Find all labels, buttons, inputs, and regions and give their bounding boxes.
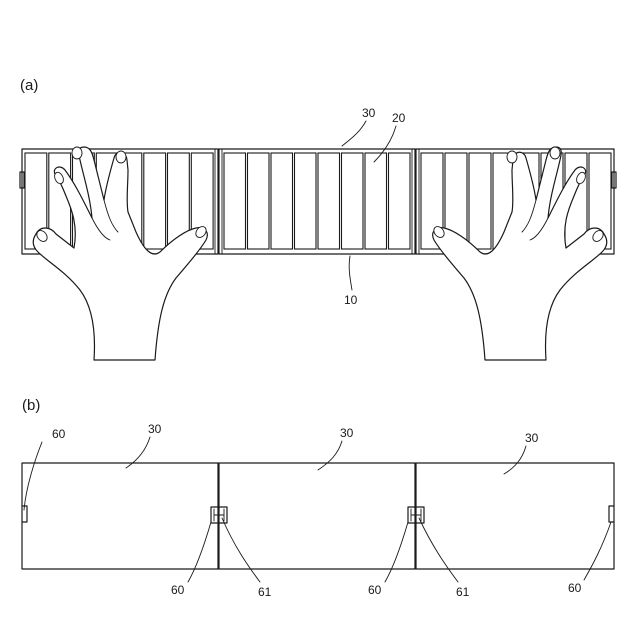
- ref-connector-right-end: 60: [568, 581, 582, 595]
- leader-case-right: [504, 446, 526, 474]
- ref-key: 20: [392, 111, 406, 125]
- ref-connector-hinge-1: 60: [171, 583, 185, 597]
- leader-hinge-1: [222, 518, 260, 582]
- case-middle: [219, 463, 415, 569]
- right-ring-nail: [550, 147, 560, 159]
- leader-connector-right-end: [584, 522, 611, 580]
- white-key-middle: [224, 153, 246, 249]
- leader-keyboard: [349, 256, 352, 290]
- white-key-middle: [389, 153, 411, 249]
- ref-case: 30: [362, 106, 376, 120]
- white-key-right: [469, 153, 491, 249]
- ref-case-right: 30: [525, 431, 539, 445]
- white-key-middle: [248, 153, 270, 249]
- figure-b-label: (b): [22, 397, 40, 414]
- case-left: [22, 463, 218, 569]
- ref-connector-hinge-2: 60: [368, 583, 382, 597]
- leader-case-middle: [318, 441, 342, 470]
- ref-keyboard: 10: [344, 293, 358, 307]
- white-key-middle: [365, 153, 387, 249]
- white-keys-middle: [224, 153, 410, 249]
- white-key-middle: [342, 153, 364, 249]
- leader-connector-left-end: [24, 442, 42, 510]
- ref-case-left: 30: [148, 422, 162, 436]
- ref-hinge-1: 61: [258, 585, 272, 599]
- left-ring-nail: [72, 147, 82, 159]
- ref-connector-left-end: 60: [52, 427, 66, 441]
- ref-case-middle: 30: [340, 426, 354, 440]
- leader-connector-hinge-2: [385, 522, 408, 582]
- white-key-middle: [271, 153, 293, 249]
- white-key-middle: [318, 153, 340, 249]
- left-middle-nail: [116, 151, 126, 163]
- connector-right-end: [609, 506, 614, 522]
- folded-cases-back-view: [22, 463, 614, 569]
- right-middle-nail: [507, 151, 517, 163]
- leader-connector-hinge-1: [188, 522, 211, 582]
- leader-case: [342, 121, 366, 146]
- case-right: [416, 463, 614, 569]
- leader-hinge-2: [419, 518, 458, 582]
- white-key-left: [144, 153, 166, 249]
- ref-hinge-2: 61: [456, 585, 470, 599]
- white-key-middle: [295, 153, 317, 249]
- figure-a-label: (a): [20, 77, 38, 94]
